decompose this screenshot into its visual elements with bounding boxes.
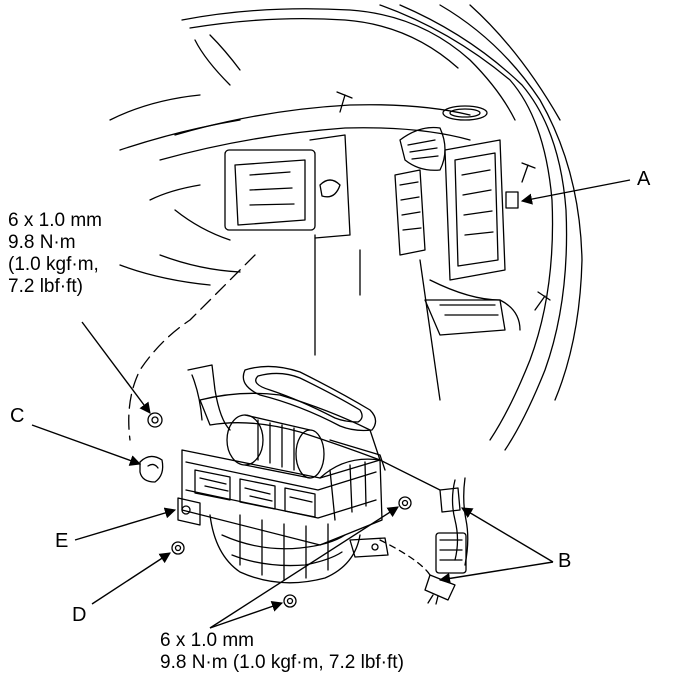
callout-d: D (72, 604, 87, 626)
leader-d (91, 552, 171, 605)
nut-bottom (283, 594, 297, 608)
torque-spec-upper: 6 x 1.0 mm 9.8 N·m (1.0 kgf·m, 7.2 lbf·f… (8, 210, 102, 298)
leader-b-lower (438, 561, 554, 584)
torque-spec-upper-size: 6 x 1.0 mm (8, 210, 102, 231)
leader-a (520, 179, 631, 205)
torque-spec-lower: 6 x 1.0 mm 9.8 N·m (1.0 kgf·m, 7.2 lbf·f… (160, 630, 404, 674)
callout-c: C (10, 405, 25, 427)
blower-unit (139, 364, 441, 584)
callout-e: E (55, 530, 69, 552)
torque-spec-lower-values: 9.8 N·m (1.0 kgf·m, 7.2 lbf·ft) (160, 652, 404, 673)
torque-spec-lower-size: 6 x 1.0 mm (160, 630, 254, 651)
leader-b-upper (461, 507, 554, 563)
leader-e (74, 507, 177, 541)
torque-spec-upper-nm: 9.8 N·m (8, 232, 76, 253)
nut-upper (147, 412, 163, 428)
nut-lower-right (398, 496, 412, 510)
leader-spec-upper (81, 321, 151, 414)
nut-lower-left (171, 541, 185, 555)
dashboard-outline (109, 4, 583, 605)
leader-c (31, 424, 142, 466)
torque-spec-upper-lbfft: 7.2 lbf·ft) (8, 276, 83, 297)
leader-spec-lower-left (209, 506, 399, 629)
callout-a: A (637, 168, 651, 190)
torque-spec-upper-kgfm: (1.0 kgf·m, (8, 254, 99, 275)
leader-spec-lower-right (209, 601, 284, 629)
callout-b: B (558, 550, 572, 572)
